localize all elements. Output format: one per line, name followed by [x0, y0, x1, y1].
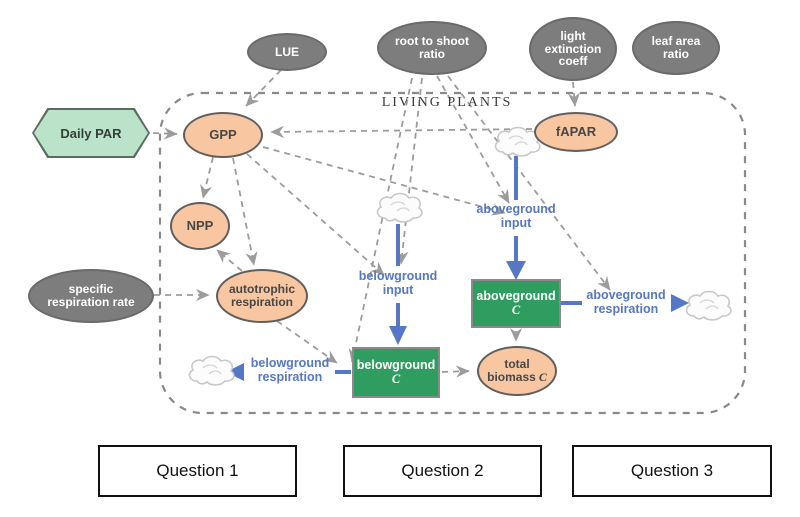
connector-gpp-belowground-input	[246, 153, 385, 276]
flow-arrow-belowground-input	[389, 326, 407, 345]
cloud-icon	[685, 290, 732, 321]
connector-roottoshoot-aboveground-respiration	[447, 75, 611, 291]
living-plants-label: LIVING PLANTS	[381, 95, 513, 110]
flow-label-belowground-respiration: belowground respiration	[250, 356, 330, 385]
connector-belowgroundc-totalbiomass	[441, 365, 470, 378]
question-2-button[interactable]: Question 2	[343, 445, 542, 497]
belowground-c-symbol: C	[391, 371, 401, 386]
connector-roottoshoot-aboveground-input	[436, 75, 510, 204]
stock-belowground-c: belowground C	[352, 347, 440, 398]
node-lue: LUE	[247, 33, 327, 71]
node-npp: NPP	[170, 202, 230, 250]
flow-arrow-aboveground-respiration	[671, 294, 689, 312]
question-1-button[interactable]: Question 1	[98, 445, 297, 497]
node-autotrophic-respiration: autotrophic respiration	[216, 269, 308, 323]
cloud-icon	[188, 355, 235, 386]
node-gpp: GPP	[183, 112, 263, 158]
connector-roottoshoot-belowground-respiration	[348, 77, 413, 363]
flow-label-aboveground-respiration: aboveground respiration	[586, 288, 666, 317]
flow-arrow-aboveground-input	[506, 261, 526, 280]
connector-lue-gpp	[245, 69, 282, 107]
node-daily-par: Daily PAR	[32, 108, 150, 158]
node-leaf-area-ratio: leaf area ratio	[632, 21, 720, 75]
node-light-extinction-coeff: light extinction coeff	[529, 17, 617, 81]
flow-label-aboveground-input: aboveground input	[476, 202, 556, 231]
connector-gpp-aboveground-input	[262, 146, 506, 216]
connector-autotrophic-belowground-respiration	[276, 320, 338, 364]
node-root-to-shoot-ratio: root to shoot ratio	[377, 21, 487, 75]
cloud-icon	[376, 192, 423, 223]
node-specific-respiration-rate: specific respiration rate	[28, 269, 154, 323]
connector-autotrophic-npp	[216, 249, 243, 272]
belowground-c-name: belowground	[356, 358, 436, 372]
node-fapar: fAPAR	[534, 112, 618, 152]
connector-roottoshoot-belowground-input	[396, 77, 423, 265]
daily-par-label: Daily PAR	[34, 110, 148, 156]
flow-label-belowground-input: belowground input	[358, 269, 438, 298]
stock-aboveground-c: aboveground C	[471, 279, 561, 328]
flow-arrow-belowground-respiration	[226, 363, 244, 381]
connector-gpp-npp	[200, 156, 214, 199]
aboveground-c-symbol: C	[511, 302, 521, 317]
connector-fapar-gpp	[270, 125, 533, 138]
connector-lightext-fapar	[567, 81, 581, 107]
connector-dailypar-gpp	[152, 127, 178, 140]
total-biomass-line1: total	[504, 357, 530, 372]
connector-gpp-autotrophic	[232, 157, 258, 266]
question-3-button[interactable]: Question 3	[572, 445, 772, 497]
aboveground-c-name: aboveground	[476, 289, 556, 303]
